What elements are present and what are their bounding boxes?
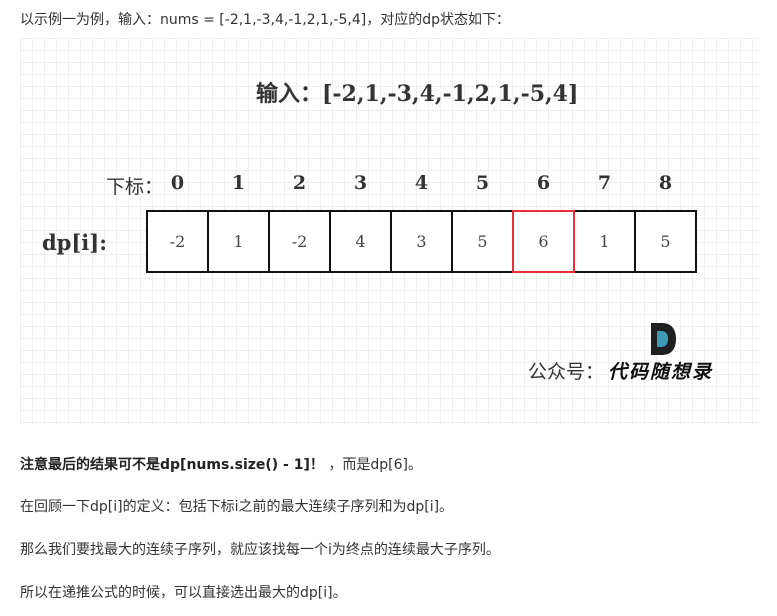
index-6: 6 [536, 172, 551, 194]
conclusion-paragraph: 所以在递推公式的时候，可以直接选出最大的dp[i]。 [20, 585, 347, 601]
dp-cell-8: 5 [634, 210, 697, 273]
dp-cell-2: -2 [268, 210, 331, 273]
dp-cell-5: 5 [451, 210, 514, 273]
dp-cell-6-max: 6 [512, 210, 575, 273]
index-2: 2 [292, 172, 307, 194]
note-bold-text: 注意最后的结果可不是dp[nums.size() - 1]！ [20, 457, 324, 473]
intro-text: 以示例一为例，输入：nums = [-2,1,-3,4,-1,2,1,-5,4]… [20, 12, 510, 28]
definition-paragraph: 在回顾一下dp[i]的定义：包括下标i之前的最大连续子序列和为dp[i]。 [20, 499, 454, 515]
index-8: 8 [658, 172, 673, 194]
index-0: 0 [170, 172, 185, 194]
index-row-label: 下标： [106, 176, 164, 198]
dp-row-label: dp[i]: [42, 230, 107, 255]
dp-cell-1: 1 [207, 210, 270, 273]
dp-state-figure: 输入：[-2,1,-3,4,-1,2,1,-5,4] 下标： 0 1 2 3 4… [20, 38, 760, 424]
index-7: 7 [597, 172, 612, 194]
dp-array: -2 1 -2 4 3 5 6 1 5 [146, 210, 697, 273]
index-1: 1 [231, 172, 246, 194]
index-5: 5 [475, 172, 490, 194]
dp-cell-0: -2 [146, 210, 209, 273]
figure-input-title: 输入：[-2,1,-3,4,-1,2,1,-5,4] [256, 81, 579, 107]
dp-cell-4: 3 [390, 210, 453, 273]
explanation-paragraph: 那么我们要找最大的连续子序列，就应该找每一个i为终点的连续最大子序列。 [20, 542, 500, 558]
watermark-name: 代码随想录 [608, 361, 714, 383]
letter-d-logo-icon [651, 323, 676, 355]
watermark-label: 公众号： [528, 361, 605, 383]
index-4: 4 [414, 172, 429, 194]
note-paragraph: 注意最后的结果可不是dp[nums.size() - 1]！ ，而是dp[6]。 [20, 455, 422, 475]
note-rest-text: ，而是dp[6]。 [328, 457, 422, 473]
dp-cell-7: 1 [573, 210, 636, 273]
dp-cell-3: 4 [329, 210, 392, 273]
index-3: 3 [353, 172, 368, 194]
